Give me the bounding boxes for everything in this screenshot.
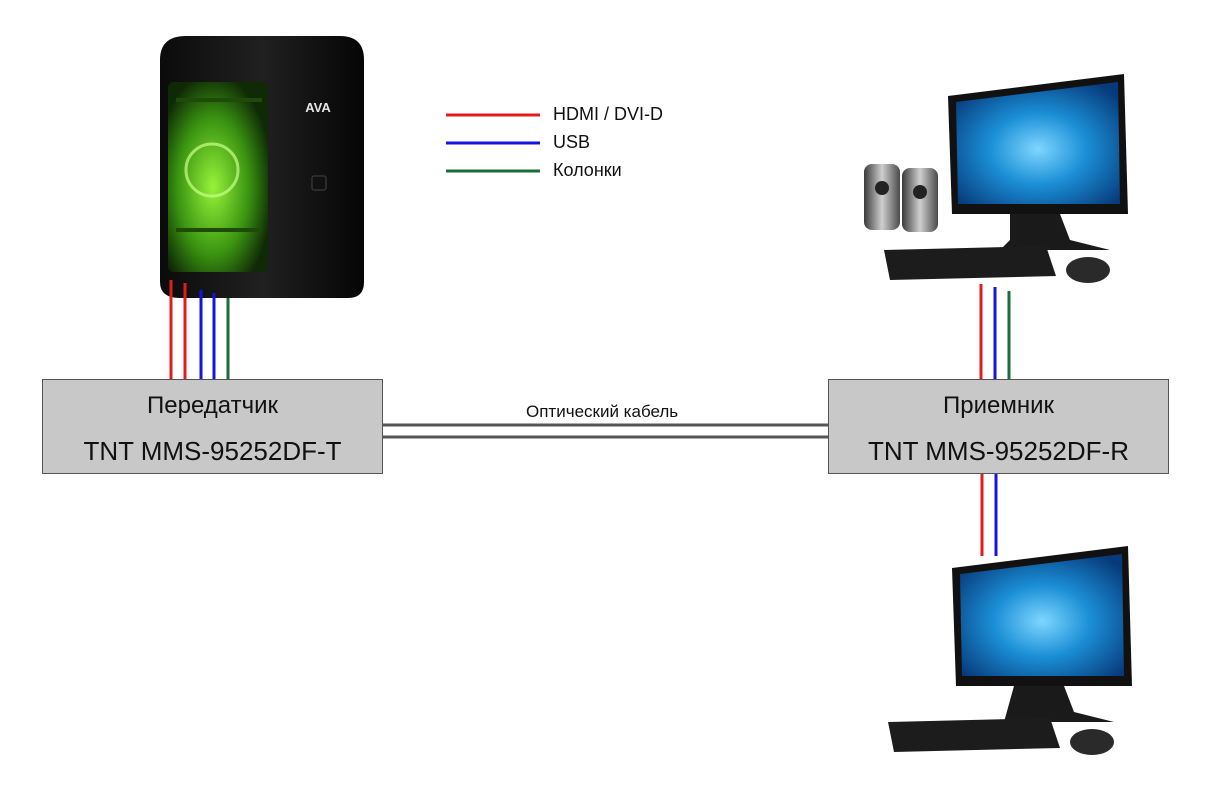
transmitter-name: Передатчик	[147, 392, 278, 419]
speaker-left-icon	[864, 164, 900, 230]
speaker-right-icon	[902, 168, 938, 232]
legend-label-hdmi: HDMI / DVI-D	[553, 104, 663, 124]
keyboard-icon	[888, 718, 1060, 752]
workstation-bottom-image	[888, 546, 1132, 755]
workstation-top-image	[864, 74, 1128, 283]
receiver-name: Приемник	[942, 392, 1054, 419]
keyboard-icon	[884, 246, 1056, 280]
workstation1-cables	[979, 284, 1011, 379]
legend-label-usb: USB	[553, 132, 591, 152]
optical-cable-label: Оптический кабель	[526, 402, 679, 421]
optical-cable	[383, 423, 828, 439]
workstation2-cables	[980, 474, 998, 556]
transmitter-model: TNT MMS-95252DF-T	[83, 436, 342, 466]
legend	[446, 113, 540, 173]
legend-label-speakers: Колонки	[553, 160, 622, 180]
receiver-box: Приемник TNT MMS-95252DF-R	[828, 379, 1169, 474]
tower-cables	[169, 280, 230, 379]
mouse-icon	[1070, 729, 1114, 755]
mouse-icon	[1066, 257, 1110, 283]
pc-logo: AVA	[305, 100, 331, 115]
pc-tower-image: AVA	[160, 36, 364, 298]
transmitter-box: Передатчик TNT MMS-95252DF-T	[42, 379, 383, 474]
receiver-model: TNT MMS-95252DF-R	[867, 436, 1129, 466]
